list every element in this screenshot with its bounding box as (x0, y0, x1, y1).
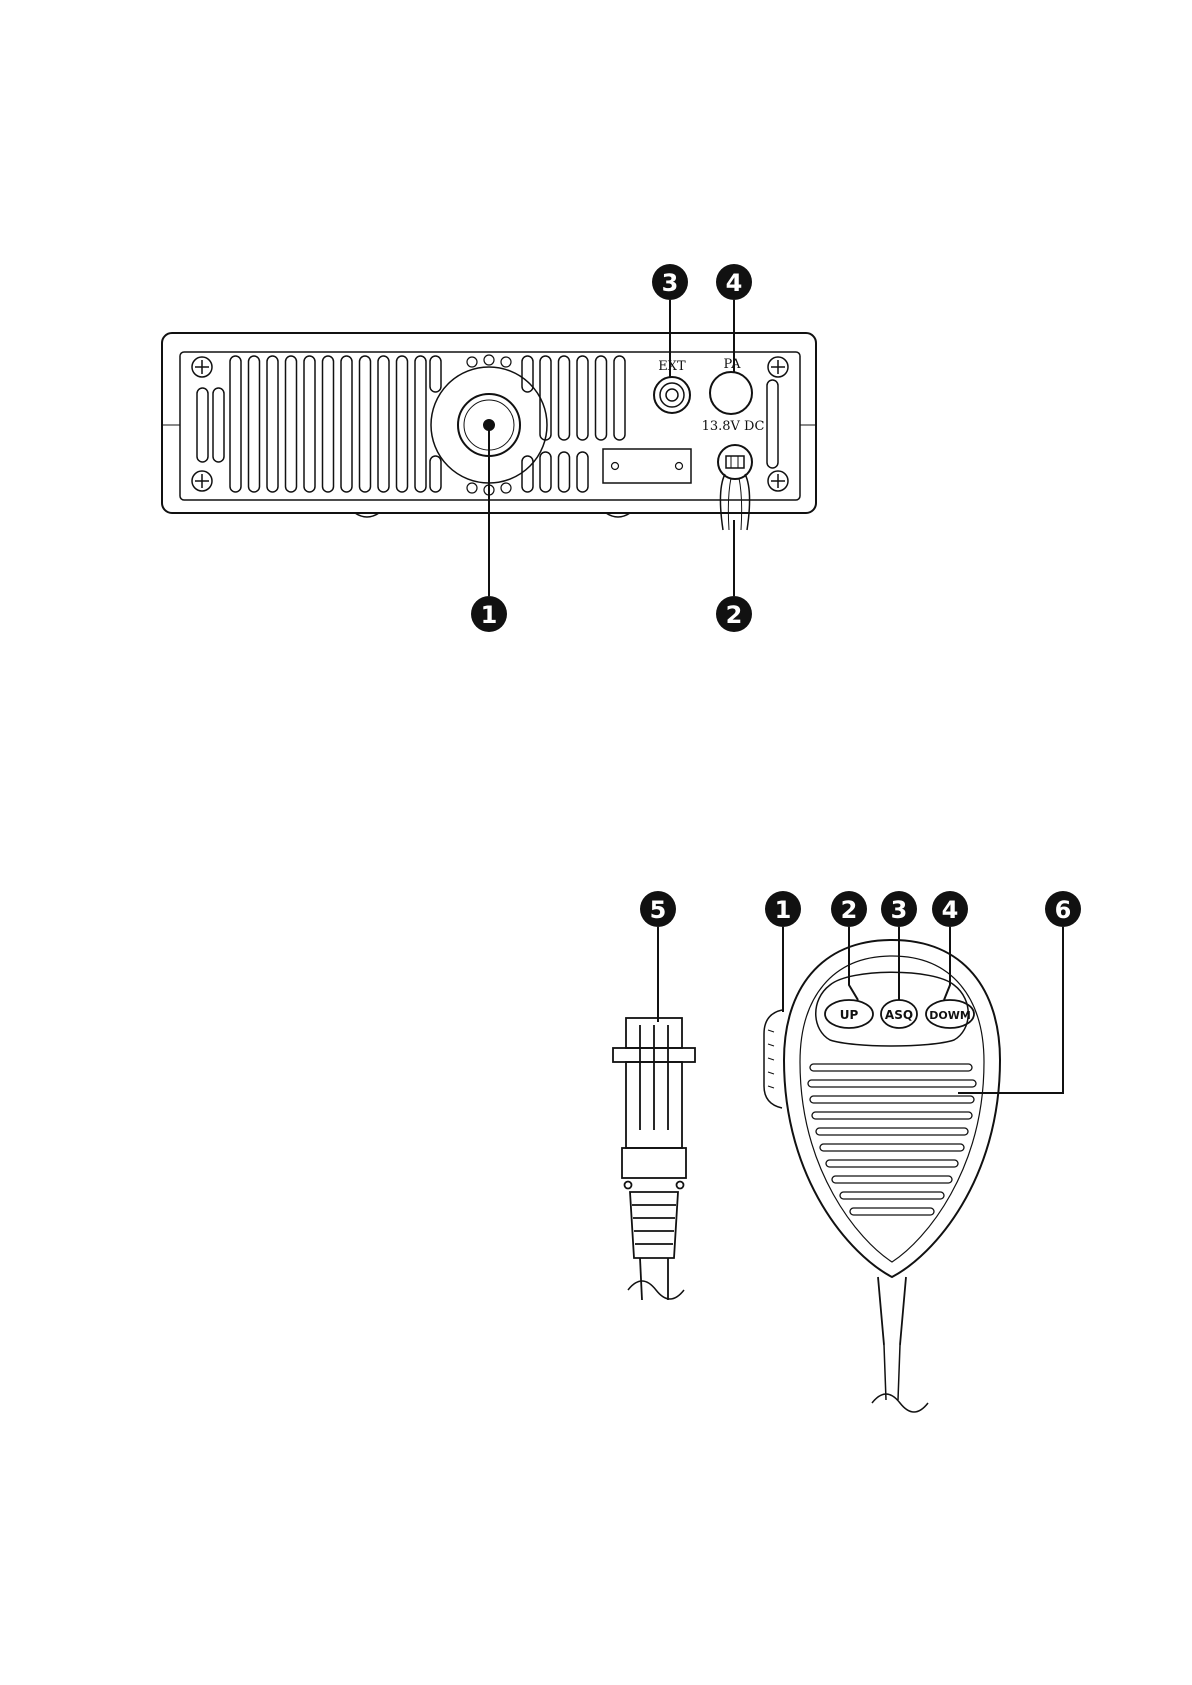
vent-slot (767, 380, 778, 468)
vent-slot (596, 356, 607, 440)
grille-slot (810, 1064, 972, 1071)
vent-slot (304, 356, 315, 492)
vent-slot (614, 356, 625, 440)
vent-slot (540, 356, 551, 440)
rear-callout-2: 2 (716, 596, 752, 632)
vent-slot (430, 456, 441, 492)
mic-callout-5: 5 (640, 891, 676, 927)
mic-connector (613, 1018, 695, 1300)
svg-text:2: 2 (726, 601, 743, 629)
svg-text:DOWM: DOWM (929, 1009, 971, 1022)
svg-text:6: 6 (1055, 896, 1072, 924)
vent-slot (230, 356, 241, 492)
grille-slot (808, 1080, 976, 1087)
pa-jack-icon (710, 372, 752, 414)
mic-callout-3: 3 (881, 891, 917, 927)
vent-slot (559, 452, 570, 492)
svg-text:2: 2 (841, 896, 858, 924)
mic-callout-4: 4 (932, 891, 968, 927)
vent-slot (267, 356, 278, 492)
vent-slot (378, 356, 389, 492)
rear-callout-4: 4 (716, 264, 752, 300)
asq-button: ASQ (881, 1000, 917, 1028)
vent-slot (323, 356, 334, 492)
svg-text:1: 1 (481, 601, 498, 629)
vent-slot (360, 356, 371, 492)
grille-slot (810, 1096, 974, 1103)
mic-leader-lines (658, 927, 1063, 1093)
vent-slot (341, 356, 352, 492)
rear-leader-lines (489, 300, 734, 596)
vent-slot (197, 388, 208, 462)
vent-slot (522, 356, 533, 392)
grille-slot (812, 1112, 972, 1119)
vent-slot (559, 356, 570, 440)
grille-slot (820, 1144, 964, 1151)
grille-slot (826, 1160, 958, 1167)
grille-slot (832, 1176, 952, 1183)
rear-callout-1: 1 (471, 596, 507, 632)
ext-jack-icon (654, 377, 690, 413)
mic-callout-2: 2 (831, 891, 867, 927)
svg-text:3: 3 (891, 896, 908, 924)
mic-callout-1: 1 (765, 891, 801, 927)
up-button: UP (825, 1000, 873, 1028)
grille-slot (850, 1208, 934, 1215)
grille-slot (840, 1192, 944, 1199)
vent-slot (522, 456, 533, 492)
vent-slot (540, 452, 551, 492)
svg-text:4: 4 (726, 269, 743, 297)
vent-slot (213, 388, 224, 462)
svg-text:5: 5 (650, 896, 667, 924)
pa-label: PA (724, 357, 742, 372)
svg-text:1: 1 (775, 896, 792, 924)
svg-text:3: 3 (662, 269, 679, 297)
down-button: DOWM (926, 1000, 974, 1028)
vent-slot (286, 356, 297, 492)
svg-text:ASQ: ASQ (885, 1008, 913, 1022)
svg-text:UP: UP (840, 1008, 859, 1022)
svg-text:4: 4 (942, 896, 959, 924)
rear-callout-3: 3 (652, 264, 688, 300)
vent-slot (397, 356, 408, 492)
vent-slot (415, 356, 426, 492)
vent-slot (430, 356, 441, 392)
mic-callout-6: 6 (1045, 891, 1081, 927)
vent-slot (249, 356, 260, 492)
microphone-grille (808, 1064, 976, 1215)
label-plate (603, 449, 691, 483)
vent-slot (577, 356, 588, 440)
grille-slot (816, 1128, 968, 1135)
dc-power-socket-icon (718, 445, 752, 530)
power-label: 13.8V DC (702, 419, 765, 434)
ext-label: EXT (658, 359, 686, 374)
vent-slot (577, 452, 588, 492)
